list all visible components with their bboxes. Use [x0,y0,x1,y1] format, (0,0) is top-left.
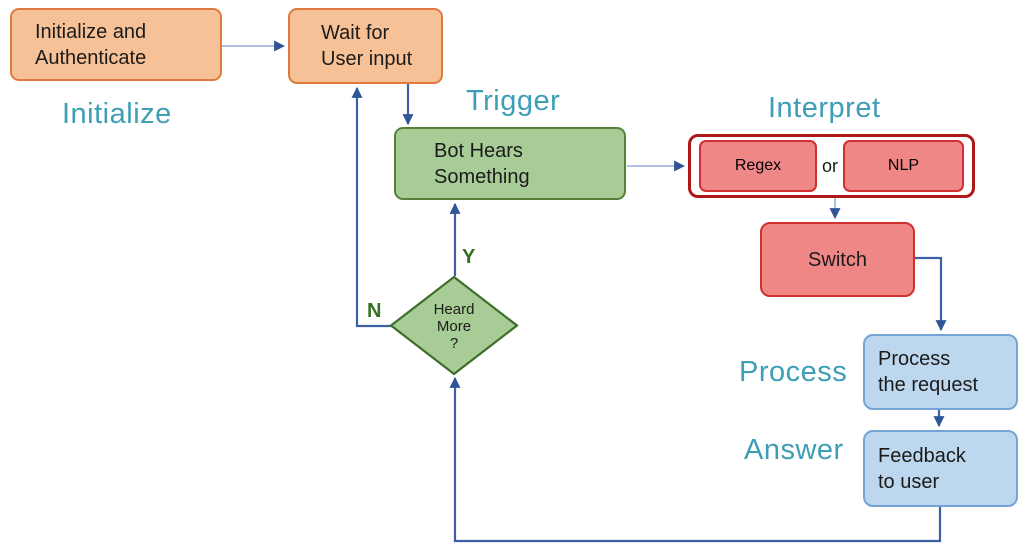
node-feedback-to-user: Feedback to user [863,430,1018,507]
edge-no-loop-to-wait [351,86,392,328]
heard-more-label: Heard More ? [433,301,475,352]
node-initialize-authenticate: Initialize and Authenticate [10,8,222,81]
or-label: or [821,155,838,176]
edge-feedback-loop-to-diamond [449,376,942,543]
node-nlp: NLP [842,140,964,192]
phase-label-process: Process [739,356,848,388]
node-label: Feedback to user [878,444,966,493]
node-label: Bot Hears Something [434,139,530,188]
edge-label-no: N [367,300,382,322]
phase-label-initialize: Initialize [62,98,172,130]
phase-label-interpret: Interpret [768,92,881,124]
node-label: Initialize and Authenticate [35,20,147,69]
node-label: Process the request [878,348,979,396]
node-regex: Regex [699,140,817,192]
node-bot-hears-something: Bot Hears Something [394,127,626,200]
heard-more-diamond [389,275,519,376]
node-label: Wait for User input [321,22,413,70]
edge-switch-to-process [915,256,947,332]
node-label: NLP [887,157,920,174]
edge-label-yes: Y [462,246,476,268]
node-switch: Switch [760,222,915,297]
interpret-group-container: Regex or NLP [688,134,975,198]
node-label: Regex [734,157,782,174]
node-label: Switch [808,248,867,271]
node-process-the-request: Process the request [863,334,1018,410]
node-wait-for-user-input: Wait for User input [288,8,443,84]
phase-label-trigger: Trigger [466,85,561,117]
phase-label-answer: Answer [744,434,844,466]
